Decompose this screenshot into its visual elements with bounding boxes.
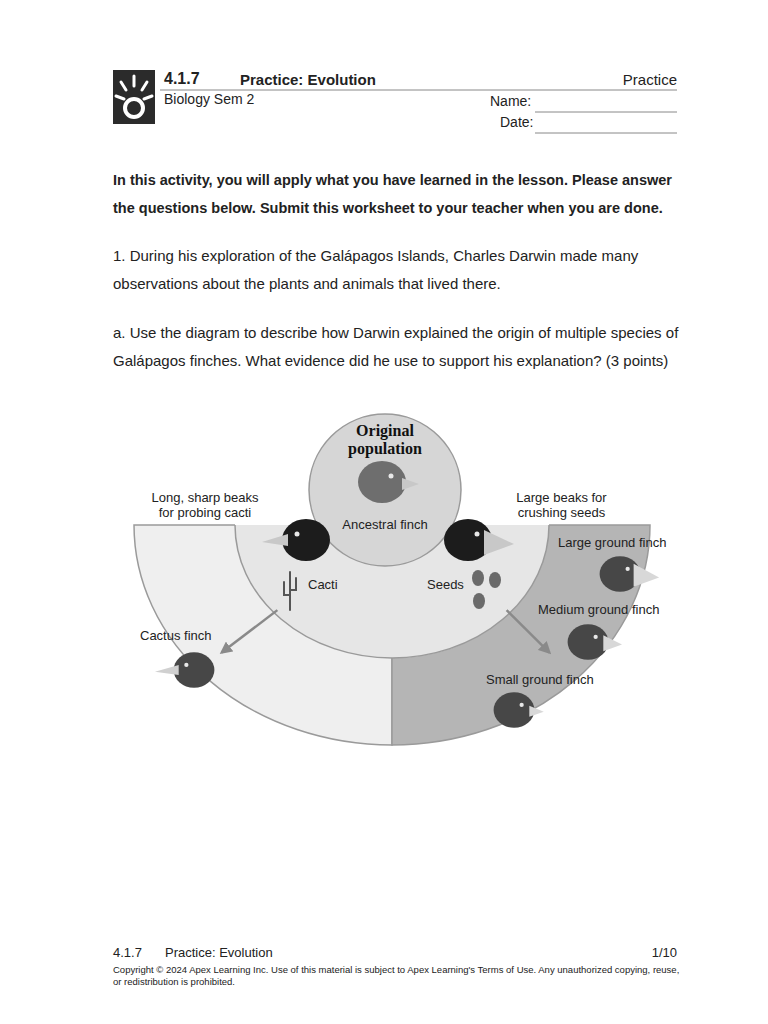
band-fill: [392, 525, 650, 745]
page-title: Practice: Evolution: [240, 71, 376, 89]
node-label: Small ground finch: [486, 672, 594, 688]
trait-label: Long, sharp beaks for probing cacti: [146, 490, 264, 520]
large-ground-finch: [600, 556, 660, 592]
node-label: Ancestral finch: [340, 517, 430, 532]
activity-type: Practice: [623, 71, 677, 89]
circle-shape: [309, 414, 461, 566]
node-label: Cacti: [308, 577, 338, 593]
node-label: Large ground finch: [558, 535, 666, 551]
node-label: Cactus finch: [140, 628, 212, 644]
copyright: Copyright © 2024 Apex Learning Inc. Use …: [113, 964, 683, 988]
course-name: Biology Sem 2: [164, 91, 254, 108]
cactus-finch: [155, 652, 215, 688]
logo-ring: [125, 99, 143, 117]
logo-square: [113, 70, 155, 124]
page-number: 1/10: [652, 945, 677, 961]
footer-number: 4.1.7: [113, 945, 142, 961]
name-field: Name:: [490, 93, 531, 110]
date-line: [535, 133, 677, 134]
node-label: Medium ground finch: [538, 602, 659, 618]
question-text: a. Use the diagram to describe how Darwi…: [113, 319, 688, 375]
band-outline: [392, 525, 650, 745]
date-field: Date:: [500, 114, 533, 131]
question-text: 1. During his exploration of the Galápag…: [113, 242, 673, 298]
header-rule: [160, 90, 677, 91]
logo-rays: [116, 76, 152, 99]
footer-title: Practice: Evolution: [165, 945, 273, 961]
trait-label: Large beaks for crushing seeds: [494, 490, 629, 520]
instructions: In this activity, you will apply what yo…: [113, 166, 683, 222]
logo: [113, 70, 155, 124]
name-line: [535, 112, 677, 113]
node-heading: Original population: [322, 422, 448, 458]
node-label: Seeds: [427, 577, 464, 593]
lesson-number: 4.1.7: [164, 69, 200, 88]
